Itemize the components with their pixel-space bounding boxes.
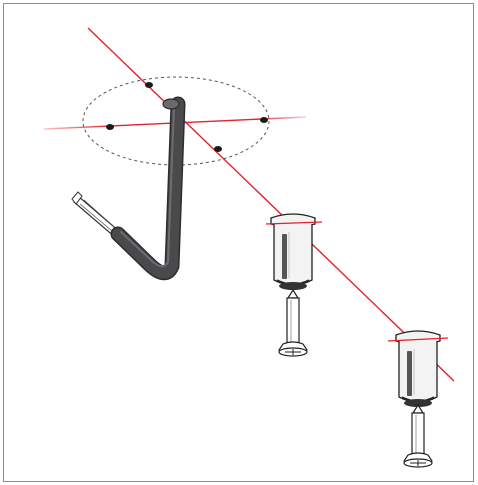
wall-plug-anchor-icon (395, 330, 441, 407)
hex-drill-bit-icon (71, 96, 186, 281)
target-mark-top (145, 82, 153, 88)
wall-plug-anchor-icon (270, 213, 316, 290)
screw-icon (278, 288, 308, 357)
target-mark-right (260, 117, 268, 123)
target-mark-left (106, 124, 114, 130)
anchor-laser-ticks (265, 221, 449, 342)
screw-icon (403, 403, 433, 468)
laser-lines (43, 27, 455, 382)
diagram-frame (3, 3, 474, 482)
target-mark-bottom (214, 146, 222, 152)
laser-line-diagonal (87, 27, 455, 382)
target-marks (106, 82, 268, 152)
